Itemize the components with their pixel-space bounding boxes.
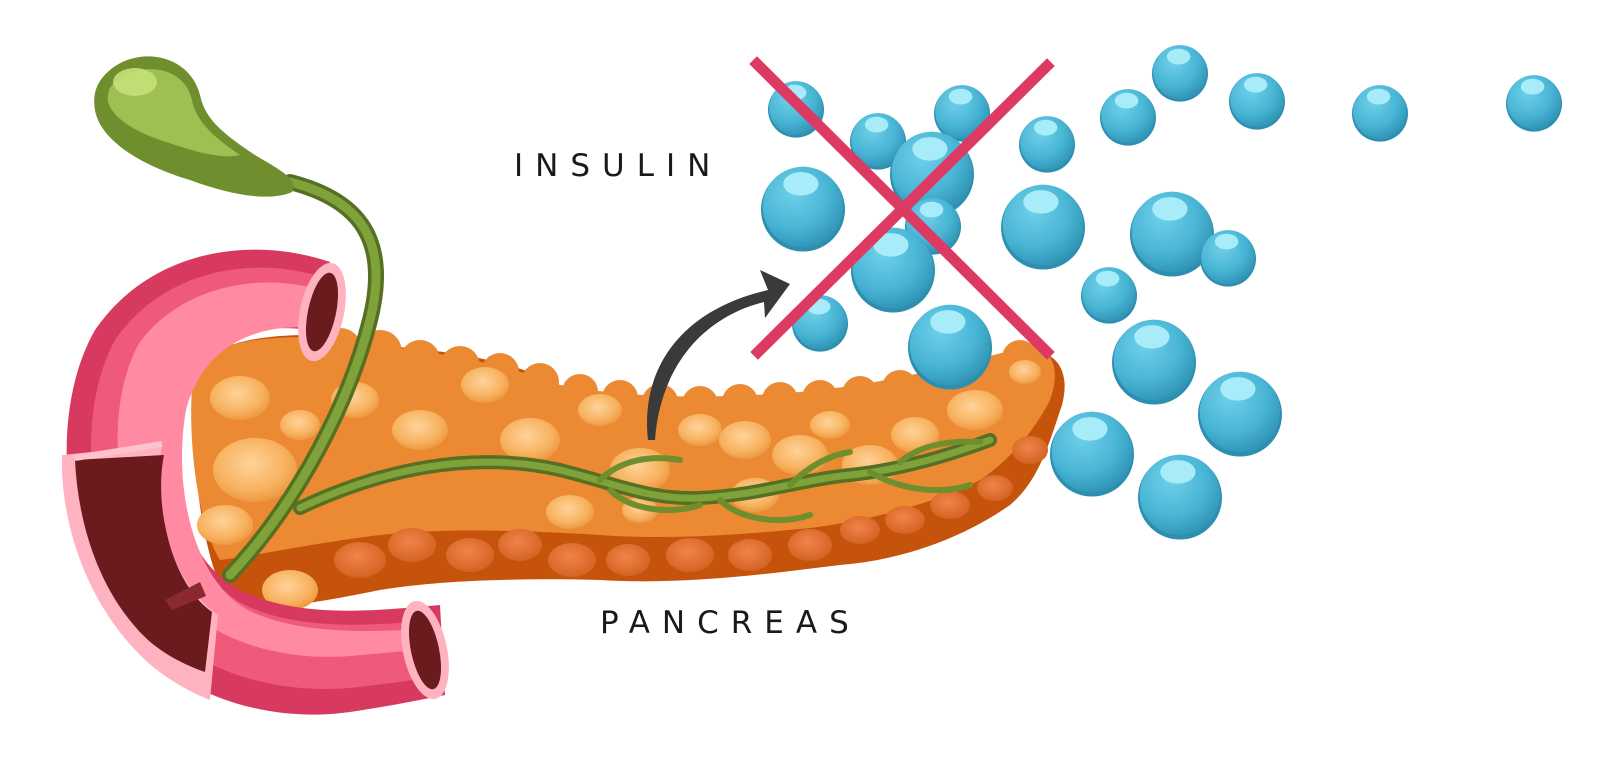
insulin-sphere	[1130, 191, 1214, 277]
insulin-sphere	[1050, 411, 1134, 497]
pancreas-lower-lobules	[334, 436, 1048, 578]
insulin-sphere	[1081, 267, 1137, 324]
duodenal-papilla	[165, 582, 206, 610]
duodenum-lumen	[75, 455, 212, 672]
duodenum-light	[117, 282, 439, 657]
insulin-sphere	[1198, 371, 1282, 457]
insulin-label: INSULIN	[514, 148, 723, 184]
cross-out-icon	[749, 56, 1055, 360]
insulin-sphere	[1138, 454, 1222, 540]
insulin-sphere	[761, 166, 845, 252]
insulin-sphere	[908, 304, 992, 390]
pancreas-main	[191, 337, 1055, 560]
curved-arrow-icon	[647, 270, 790, 440]
pancreas-label: PANCREAS	[600, 605, 861, 641]
insulin-sphere	[1100, 89, 1156, 146]
insulin-sphere	[934, 85, 990, 142]
duodenum	[61, 249, 449, 715]
insulin-sphere	[1200, 230, 1256, 287]
insulin-sphere	[1019, 116, 1075, 173]
insulin-sphere	[1112, 319, 1196, 405]
insulin-sphere	[850, 113, 906, 170]
biliary-system	[94, 56, 997, 583]
insulin-sphere	[1152, 45, 1208, 102]
insulin-sphere	[851, 227, 935, 313]
insulin-sphere	[792, 295, 848, 352]
insulin-sphere	[1001, 184, 1085, 270]
insulin-sphere	[1506, 75, 1562, 132]
insulin-sphere	[1229, 73, 1285, 130]
insulin-sphere	[1352, 85, 1408, 142]
